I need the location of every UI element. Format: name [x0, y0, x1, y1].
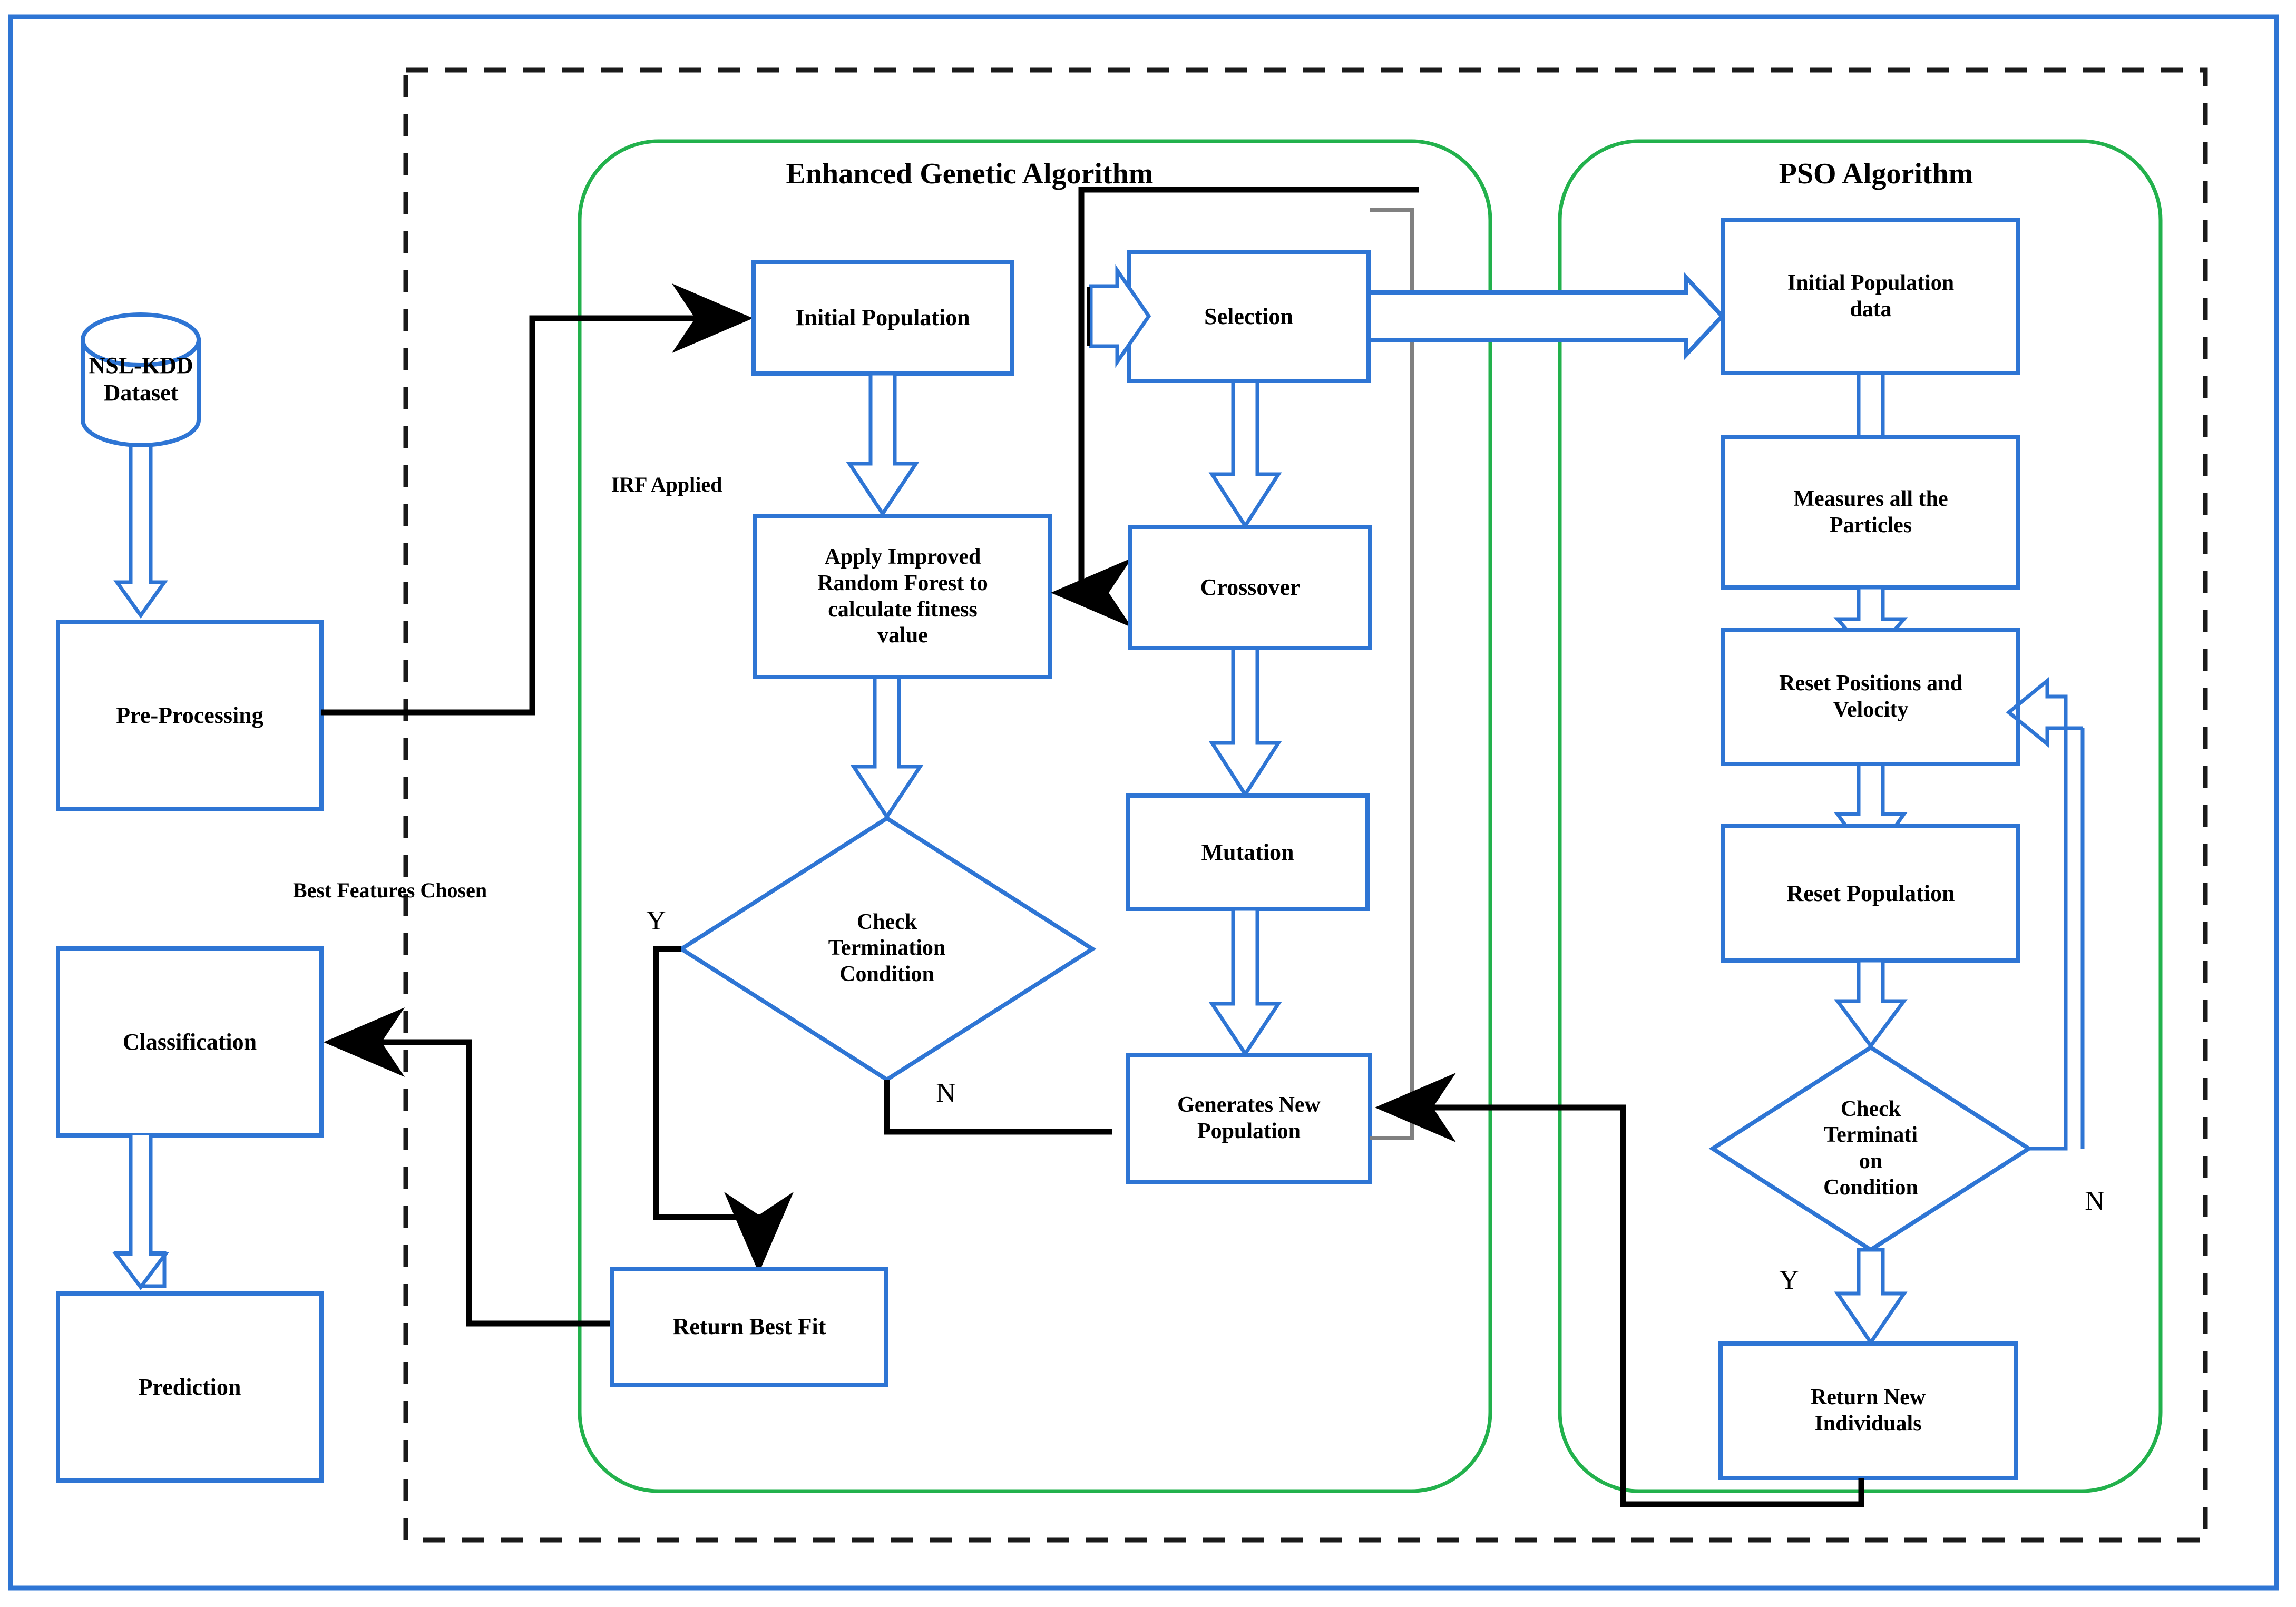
node-crossover — [1128, 525, 1372, 650]
node-return-new-individuals — [1718, 1341, 2018, 1480]
edge-crossover-to-mutation — [1208, 646, 1282, 798]
edge-ga-no-to-generates-new-population — [884, 1080, 1112, 1135]
edge-return-new-individuals-to-generates-new-population — [1375, 1073, 1864, 1507]
node-apply-irf — [753, 514, 1052, 679]
edge-selection-to-pso-initial-population — [1366, 272, 1725, 360]
node-initial-population — [751, 260, 1014, 376]
node-check-termination-pso — [1708, 1045, 2033, 1252]
ga-group-border — [578, 139, 1492, 1493]
edge-initial-population-to-apply-irf — [846, 371, 920, 517]
node-return-best-fit — [610, 1267, 888, 1387]
edge-into-selection-arrow — [1089, 264, 1151, 368]
edge-apply-irf-to-check-termination — [850, 675, 924, 820]
edge-ga-yes-to-return-best-fit — [653, 946, 794, 1273]
edge-selection-to-crossover — [1208, 379, 1282, 530]
node-pso-initial-population — [1721, 218, 2020, 375]
node-reset-positions — [1721, 628, 2020, 766]
edge-return-best-fit-to-classification — [324, 1007, 611, 1327]
dashed-region — [403, 67, 2208, 1543]
node-check-termination-ga — [677, 816, 1097, 1082]
node-selection — [1127, 250, 1371, 383]
page-border — [8, 14, 2279, 1591]
edge-generates-new-population-feedback — [1370, 208, 1414, 1140]
dataset-cylinder — [81, 312, 201, 447]
node-classification — [56, 946, 324, 1138]
edge-pso-yes-to-return-new-individuals — [1834, 1248, 1908, 1346]
node-reset-population — [1721, 824, 2020, 963]
edge-mutation-to-generates-new-population — [1208, 907, 1282, 1057]
edge-preprocessing-to-initial-population — [321, 283, 753, 716]
node-generates-new-population — [1126, 1053, 1372, 1184]
edge-reset-population-to-check-termination — [1834, 958, 1908, 1049]
node-prediction — [56, 1291, 324, 1483]
edge-dataset-to-preprocessing — [113, 443, 168, 619]
node-measures-particles — [1721, 435, 2020, 590]
node-preprocessing — [56, 620, 324, 811]
edge-pso-no-feedback — [2006, 677, 2083, 1151]
node-mutation — [1126, 793, 1370, 911]
edge-loop-to-apply-irf — [1051, 187, 1419, 628]
